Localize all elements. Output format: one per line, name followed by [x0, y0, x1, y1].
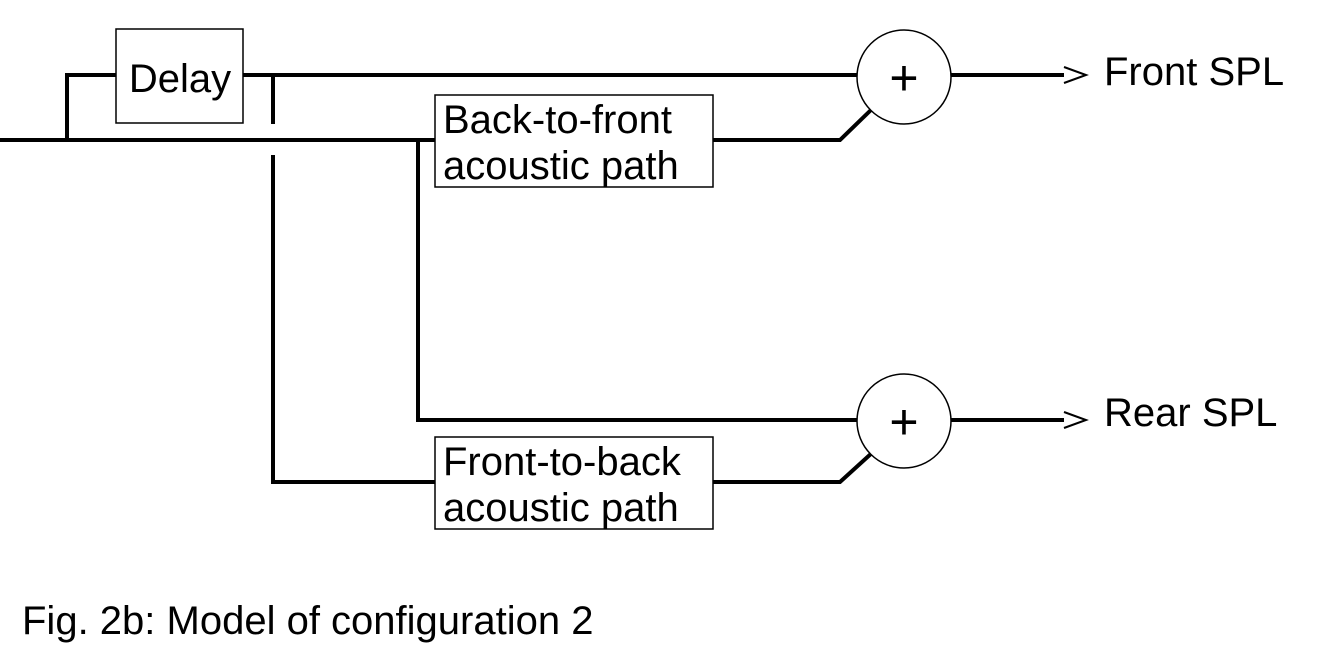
rear-spl-label: Rear SPL — [1104, 391, 1277, 435]
front-to-back-block: Front-to-back acoustic path — [434, 436, 714, 530]
rear-direct-wire — [416, 140, 858, 422]
front-to-back-input-wire — [271, 155, 435, 484]
figure-caption: Fig. 2b: Model of configuration 2 — [22, 599, 593, 643]
front-to-back-label-line1: Front-to-back — [443, 440, 682, 484]
rear-summer-plus-icon: + — [889, 394, 918, 450]
front-to-back-label-line2: acoustic path — [443, 486, 679, 530]
back-to-front-label-line1: Back-to-front — [443, 98, 672, 142]
front-output-arrow-icon — [1063, 66, 1089, 84]
back-to-front-output-wire — [713, 106, 875, 142]
front-summer-plus-icon: + — [889, 50, 918, 106]
rear-summer: + — [856, 373, 952, 469]
delay-block: Delay — [115, 28, 244, 124]
delay-input-wire — [65, 73, 116, 140]
back-to-front-label-line2: acoustic path — [443, 144, 679, 188]
rear-output-arrow-icon — [1063, 411, 1089, 429]
front-summer: + — [856, 29, 952, 125]
back-to-front-block: Back-to-front acoustic path — [434, 94, 714, 188]
front-to-back-output-wire — [713, 450, 875, 484]
front-spl-label: Front SPL — [1104, 50, 1284, 94]
delay-label: Delay — [129, 57, 231, 101]
